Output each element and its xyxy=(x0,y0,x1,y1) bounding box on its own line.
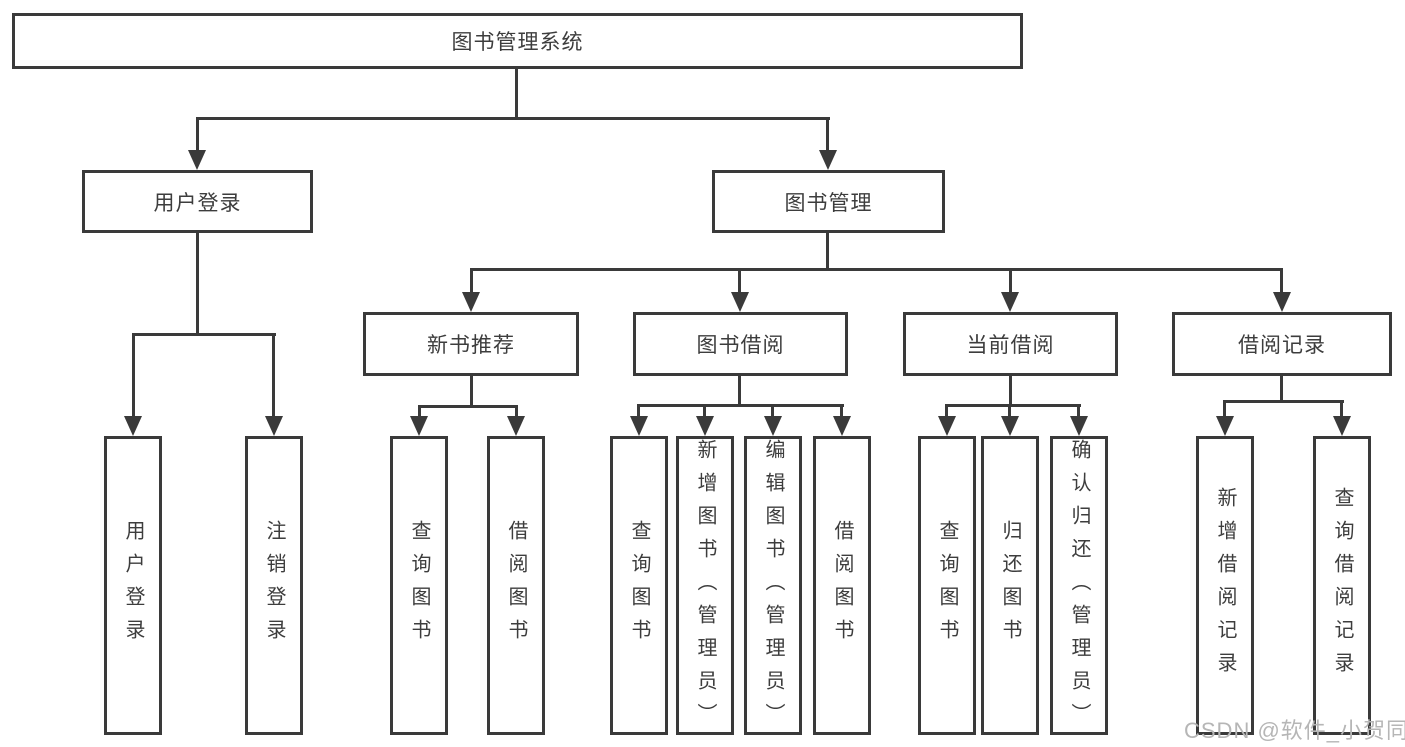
node-new-book-recommendation: 新书推荐 xyxy=(363,312,579,376)
arrow-down-icon xyxy=(1333,416,1351,436)
arrow-down-icon xyxy=(819,150,837,170)
node-add-borrow-record: 新增借阅记录 xyxy=(1196,436,1254,735)
connector-vline xyxy=(637,404,640,418)
node-query-books-recommend: 查询图书 xyxy=(390,436,448,735)
node-return-books: 归还图书 xyxy=(981,436,1039,735)
arrow-down-icon xyxy=(462,292,480,312)
node-user-login: 用户登录 xyxy=(82,170,313,233)
connector-vline xyxy=(1280,268,1283,294)
node-book-management: 图书管理 xyxy=(712,170,945,233)
connector-vline xyxy=(470,376,473,408)
watermark: CSDN @软件_小贺同学 xyxy=(1184,718,1405,743)
arrow-down-icon xyxy=(1273,292,1291,312)
connector-vline xyxy=(1009,268,1012,294)
arrow-down-icon xyxy=(410,416,428,436)
arrow-down-icon xyxy=(124,416,142,436)
arrow-down-icon xyxy=(833,416,851,436)
connector-vline xyxy=(826,233,829,271)
node-confirm-return-admin: 确认归还（管理员） xyxy=(1050,436,1108,736)
node-current-borrowing: 当前借阅 xyxy=(903,312,1118,376)
connector-vline xyxy=(272,333,275,418)
node-add-book-admin: 新增图书（管理员） xyxy=(676,436,734,736)
connector-hline xyxy=(470,268,1283,271)
node-query-books-current: 查询图书 xyxy=(918,436,976,735)
node-borrow-books-borrowing: 借阅图书 xyxy=(813,436,871,735)
connector-vline xyxy=(826,117,829,150)
arrow-down-icon xyxy=(731,292,749,312)
node-logout: 注销登录 xyxy=(245,436,303,735)
node-edit-book-admin: 编辑图书（管理员） xyxy=(744,436,802,736)
connector-vline xyxy=(1009,376,1012,407)
arrow-down-icon xyxy=(188,150,206,170)
connector-vline xyxy=(738,268,741,294)
connector-vline xyxy=(132,333,135,418)
node-book-borrowing: 图书借阅 xyxy=(633,312,848,376)
node-library-management-system: 图书管理系统 xyxy=(12,13,1023,69)
connector-hline xyxy=(638,404,844,407)
arrow-down-icon xyxy=(1070,416,1088,436)
connector-vline xyxy=(1008,404,1011,418)
connector-vline xyxy=(1340,400,1343,418)
connector-vline xyxy=(196,117,199,150)
connector-vline xyxy=(515,405,518,418)
node-user-login-leaf: 用户登录 xyxy=(104,436,162,735)
arrow-down-icon xyxy=(1216,416,1234,436)
connector-vline xyxy=(515,69,518,118)
arrow-down-icon xyxy=(1001,416,1019,436)
connector-hline xyxy=(132,333,276,336)
connector-vline xyxy=(703,404,706,418)
connector-vline xyxy=(771,404,774,418)
connector-vline xyxy=(738,376,741,407)
arrow-down-icon xyxy=(696,416,714,436)
node-query-borrow-record: 查询借阅记录 xyxy=(1313,436,1371,735)
connector-hline xyxy=(418,405,518,408)
arrow-down-icon xyxy=(630,416,648,436)
connector-vline xyxy=(196,233,199,336)
arrow-down-icon xyxy=(507,416,525,436)
connector-vline xyxy=(1280,376,1283,403)
arrow-down-icon xyxy=(265,416,283,436)
connector-vline xyxy=(470,268,473,294)
connector-hline xyxy=(1224,400,1344,403)
arrow-down-icon xyxy=(1001,292,1019,312)
node-borrow-books-recommend: 借阅图书 xyxy=(487,436,545,735)
connector-vline xyxy=(418,405,421,418)
connector-vline xyxy=(840,404,843,418)
connector-vline xyxy=(1223,400,1226,418)
connector-vline xyxy=(945,404,948,418)
connector-hline xyxy=(196,117,830,120)
arrow-down-icon xyxy=(764,416,782,436)
node-borrowing-records: 借阅记录 xyxy=(1172,312,1392,376)
connector-vline xyxy=(1077,404,1080,418)
connector-hline xyxy=(946,404,1081,407)
arrow-down-icon xyxy=(938,416,956,436)
node-query-books-borrowing: 查询图书 xyxy=(610,436,668,735)
